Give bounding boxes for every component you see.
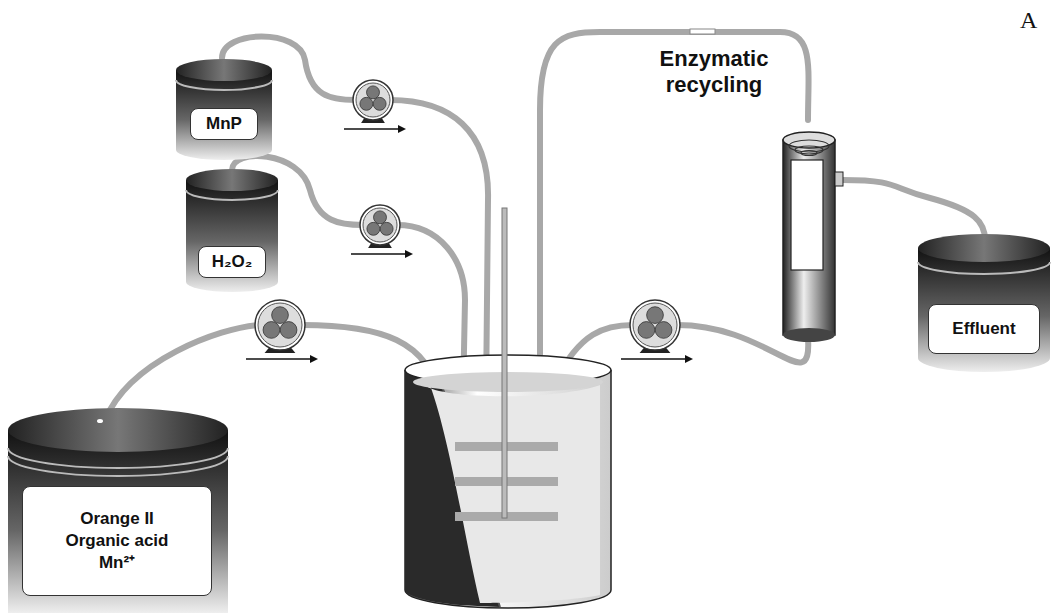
peristaltic-pump xyxy=(621,300,693,363)
reservoir-text: MnP xyxy=(206,113,242,135)
reservoir-label: MnP xyxy=(190,108,258,140)
panel-letter: A xyxy=(1020,6,1037,35)
process-label: Enzymatic recycling xyxy=(614,46,814,99)
reservoir-text: H₂O₂ xyxy=(212,251,253,273)
reservoir-label: H₂O₂ xyxy=(198,246,266,278)
peristaltic-pump xyxy=(351,205,413,258)
reservoir-label: Effluent xyxy=(928,304,1040,354)
peristaltic-pump xyxy=(246,300,318,363)
reservoir-text: Effluent xyxy=(952,318,1015,340)
reservoir-text: Orange II Organic acid Mn²⁺ xyxy=(53,508,181,574)
reservoir-label: Orange II Organic acid Mn²⁺ xyxy=(22,486,212,596)
peristaltic-pump xyxy=(344,80,406,133)
